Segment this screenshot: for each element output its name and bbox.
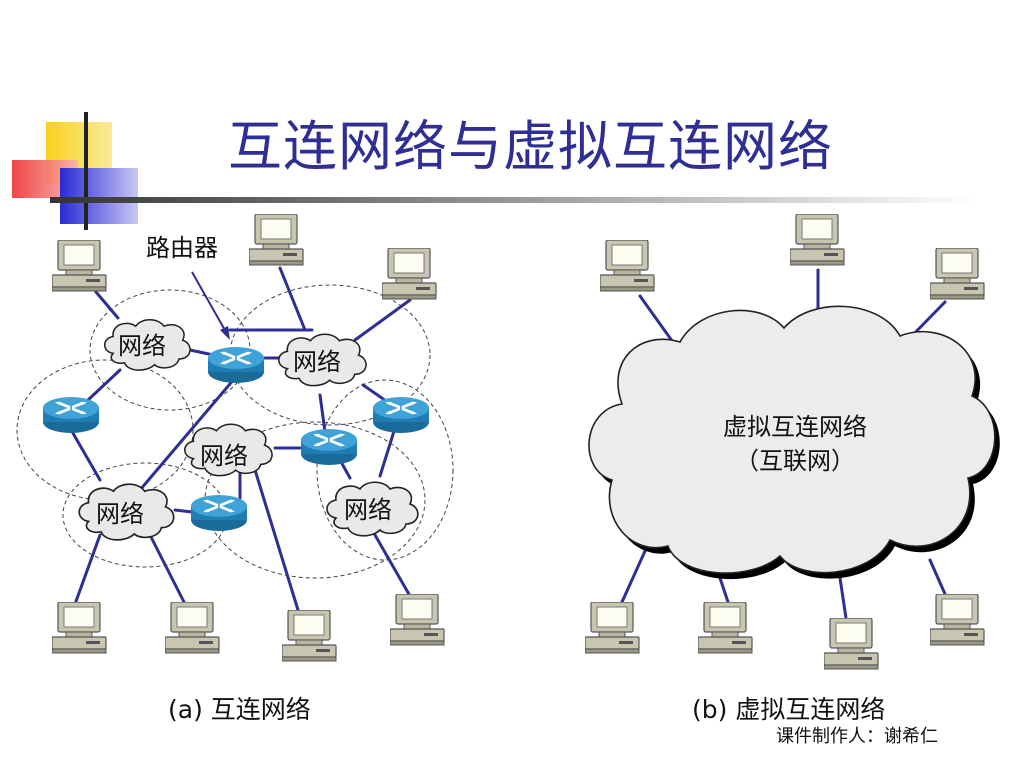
slide-title: 互连网络与虚拟互连网络: [228, 115, 833, 178]
network-label: 网络: [293, 348, 341, 376]
link: [173, 508, 194, 514]
caption-a: (a) 互连网络: [168, 695, 311, 724]
link: [378, 426, 397, 478]
region-dashed: [316, 379, 454, 561]
accent-blue-square: [60, 168, 138, 224]
slide-credit: 课件制作人：谢希仁: [776, 726, 938, 747]
network-label: 网络: [200, 442, 248, 470]
computer-icon: [930, 594, 985, 646]
link: [838, 576, 848, 620]
router-label: 路由器: [146, 234, 218, 262]
link: [373, 533, 412, 598]
link: [638, 294, 677, 347]
computer-icon: [600, 240, 655, 292]
link: [253, 468, 300, 612]
link: [138, 376, 237, 492]
links-a: [68, 266, 412, 612]
computer-icon: [930, 248, 985, 300]
computer-icon: [790, 214, 845, 266]
network-label: 网络: [344, 496, 392, 524]
caption-b: (b) 虚拟互连网络: [692, 695, 886, 724]
internet-cloud-label-line1: 虚拟互连网络: [723, 413, 867, 441]
network-label: 网络: [96, 500, 144, 528]
link: [278, 266, 307, 332]
link: [928, 558, 947, 596]
link: [148, 533, 187, 606]
internet-cloud-label-line2: （互联网）: [735, 447, 855, 475]
network-label: 网络: [118, 332, 166, 360]
title-rule: [50, 197, 980, 203]
link: [73, 533, 102, 606]
accent-vertical-bar: [84, 112, 88, 230]
computer-icon: [824, 618, 879, 670]
link: [353, 298, 412, 342]
computer-icon: [698, 602, 753, 654]
link: [94, 290, 120, 320]
router-pointer-arrow: [191, 271, 230, 340]
internet-cloud: [588, 305, 996, 574]
region-dashed: [16, 359, 194, 501]
link: [86, 368, 122, 402]
internet-cloud-label: 虚拟互连网络 （互联网）: [700, 410, 890, 478]
link: [318, 393, 327, 434]
link: [68, 426, 102, 482]
computer-icon: [585, 602, 640, 654]
